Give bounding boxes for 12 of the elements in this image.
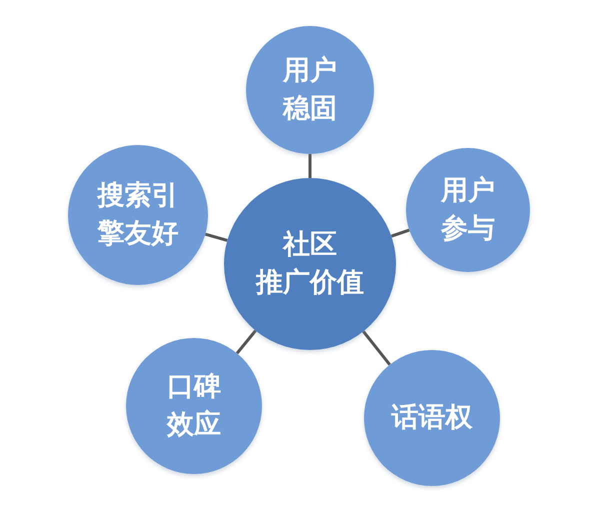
connector-line — [362, 330, 391, 366]
node-label: 用户参与 — [440, 174, 496, 246]
connector-line — [308, 154, 312, 178]
node-label: 搜索引擎友好 — [96, 179, 180, 251]
node-label: 用户稳固 — [282, 54, 338, 126]
node-label: 口碑效应 — [166, 370, 222, 442]
connector-line — [236, 330, 257, 354]
connector-line — [390, 228, 410, 238]
node-label: 社区 — [283, 228, 337, 262]
node-label: 推广价值 — [256, 266, 364, 300]
connector-line — [204, 232, 228, 242]
node-label: 话语权 — [392, 401, 472, 435]
